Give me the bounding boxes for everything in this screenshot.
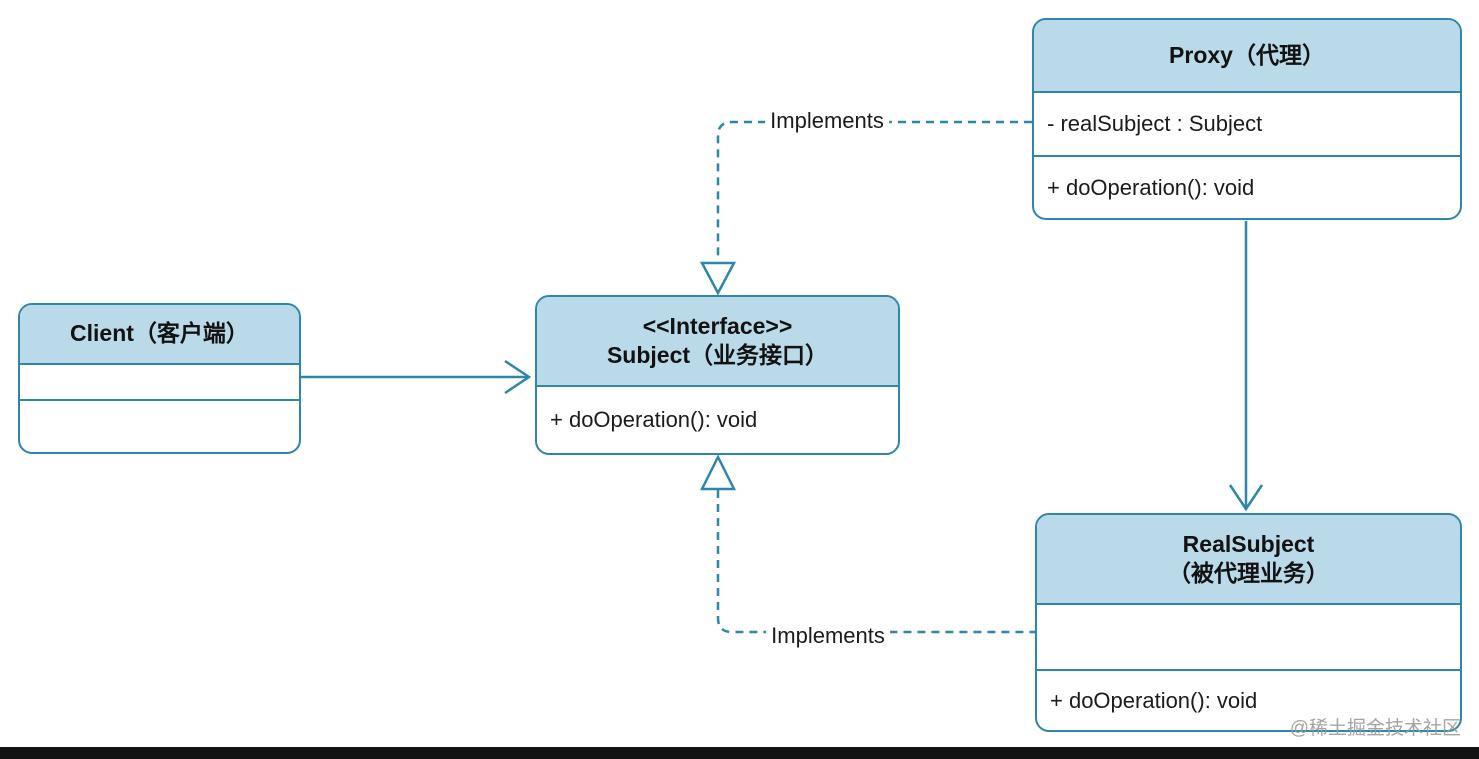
class-realsubject-method: + doOperation(): void — [1050, 687, 1258, 713]
class-realsubject-name-line1: RealSubject — [1182, 530, 1315, 557]
class-subject-name: Subject（业务接口） — [606, 342, 829, 368]
class-client-attributes-compartment — [20, 363, 299, 399]
association-client-to-subject — [301, 359, 532, 395]
open-arrowhead-icon — [1228, 484, 1264, 512]
association-proxy-to-realsubject — [1228, 221, 1264, 512]
class-client-methods-compartment — [20, 399, 299, 452]
class-client-name: Client（客户端） — [70, 320, 249, 347]
class-subject-stereotype: <<Interface>> — [642, 312, 793, 339]
class-box-proxy: Proxy（代理） - realSubject : Subject + doOp… — [1032, 18, 1462, 220]
realization-proxy-to-subject — [699, 120, 1032, 296]
watermark-text: @稀土掘金技术社区 — [1289, 718, 1461, 739]
class-proxy-title: Proxy（代理） — [1034, 20, 1460, 91]
hollow-triangle-icon — [699, 454, 737, 491]
class-proxy-attribute: - realSubject : Subject — [1047, 111, 1263, 136]
class-proxy-method: + doOperation(): void — [1047, 174, 1255, 200]
class-realsubject-name-line2: （被代理业务） — [1168, 560, 1329, 586]
open-arrowhead-icon — [504, 359, 532, 395]
class-realsubject-methods-compartment: + doOperation(): void — [1037, 669, 1460, 730]
class-subject-methods-compartment: + doOperation(): void — [537, 385, 898, 453]
class-box-subject: <<Interface>> Subject（业务接口） + doOperatio… — [535, 295, 900, 455]
class-proxy-methods-compartment: + doOperation(): void — [1034, 155, 1460, 218]
realization-realsubject-to-subject — [699, 454, 1035, 634]
class-box-client: Client（客户端） — [18, 303, 301, 454]
class-proxy-name: Proxy（代理） — [1169, 41, 1325, 68]
hollow-triangle-icon — [699, 261, 737, 296]
class-subject-title: <<Interface>> Subject（业务接口） — [537, 297, 898, 385]
edge-label-implements-top: Implements — [765, 108, 889, 134]
bottom-bar — [0, 747, 1479, 759]
edge-label-implements-bottom: Implements — [766, 623, 890, 649]
class-realsubject-attributes-compartment — [1037, 603, 1460, 669]
class-subject-method: + doOperation(): void — [550, 407, 758, 432]
class-proxy-attributes-compartment: - realSubject : Subject — [1034, 91, 1460, 155]
class-client-title: Client（客户端） — [20, 305, 299, 363]
class-realsubject-title: RealSubject （被代理业务） — [1037, 515, 1460, 603]
class-box-realsubject: RealSubject （被代理业务） + doOperation(): voi… — [1035, 513, 1462, 732]
